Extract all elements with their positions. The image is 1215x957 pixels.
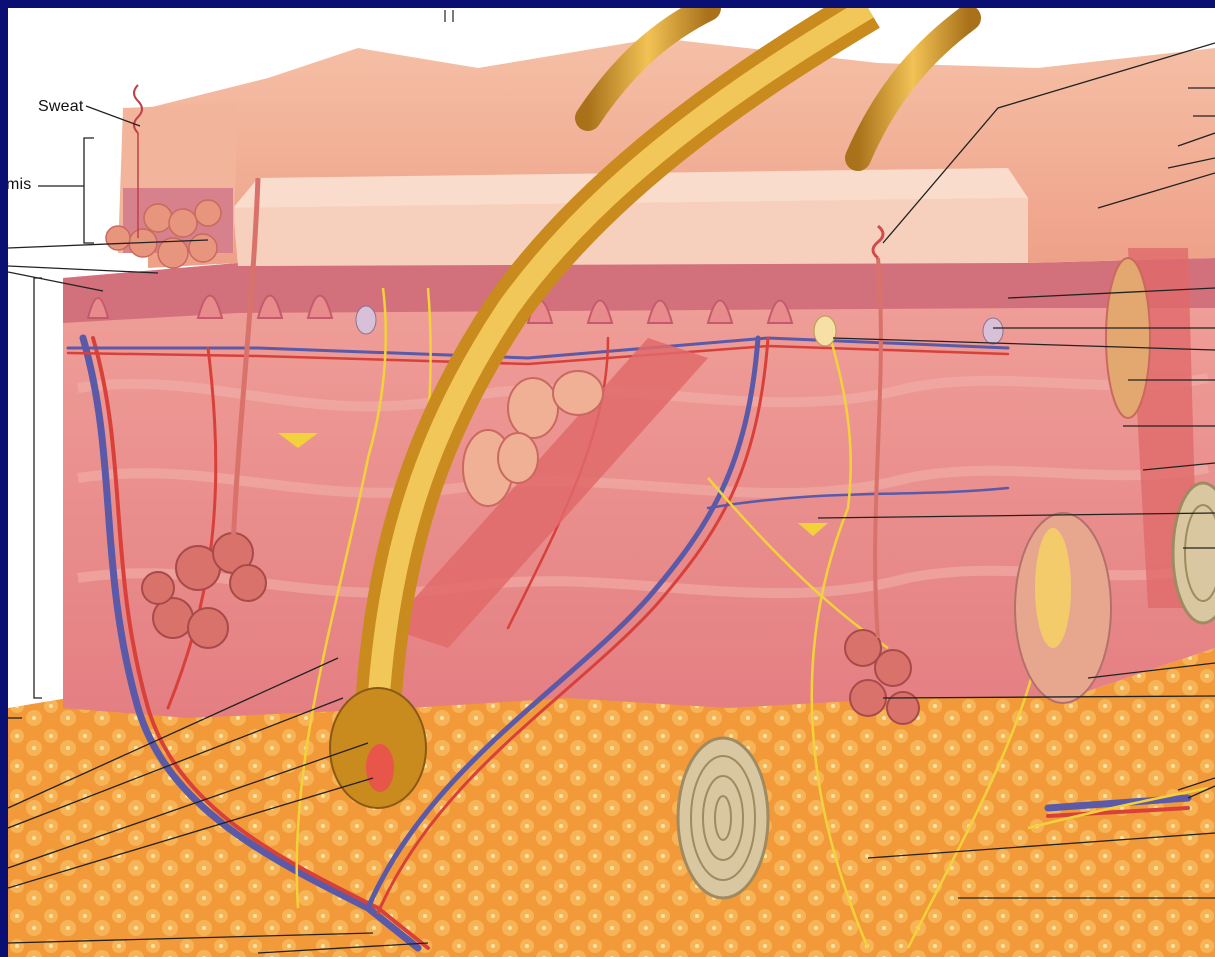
tactile-corpuscle [814,316,836,346]
lamellated-corpuscle [678,738,768,898]
label-epidermis: mis [8,176,31,194]
label-stratum-2: e [8,255,9,273]
label-sweat: Sweat [38,98,83,116]
epidermis-cut-face [233,198,1028,266]
diagram-panel: Sweat mis e e [8,8,1215,957]
skin-cross-section-illustration [8,8,1215,957]
label-stratum-1: e [8,237,9,255]
